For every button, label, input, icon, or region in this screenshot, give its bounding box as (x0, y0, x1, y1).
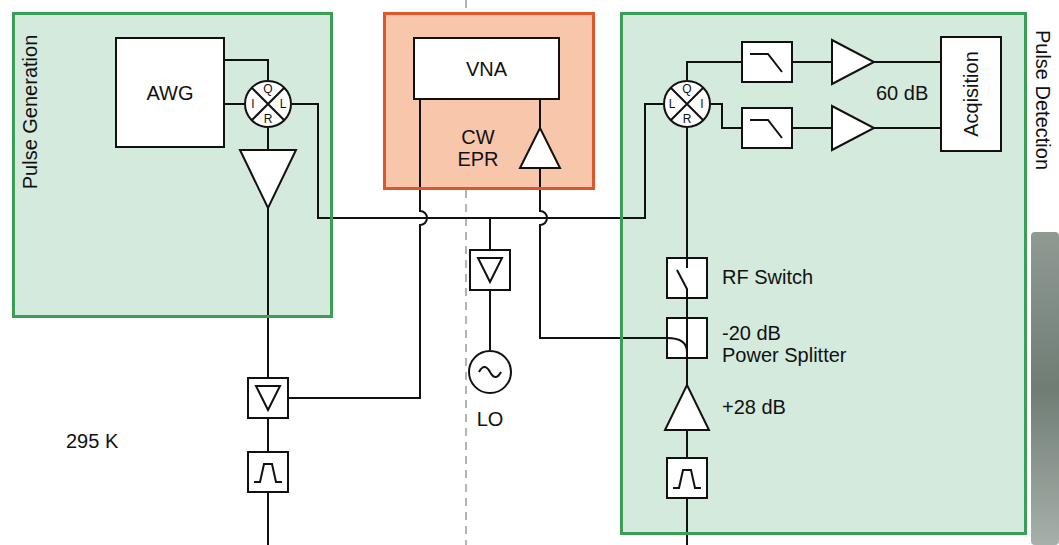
oscillator-name: LO (477, 408, 504, 430)
bandpass-filter-symbol (667, 458, 707, 498)
lowpass-filter-symbol (742, 108, 792, 148)
local-oscillator: LO (468, 350, 512, 394)
signal-wire (540, 168, 667, 338)
device-name: VNA (466, 58, 507, 80)
port-letter: L (280, 98, 287, 110)
bandpass-filter-symbol (254, 464, 282, 482)
signal-wire (292, 104, 490, 350)
panel-title: CW EPR (446, 126, 510, 170)
amplifier-symbol (832, 40, 874, 84)
port-letter: R (683, 113, 692, 125)
symbol-outline (664, 81, 710, 127)
oscillator-symbol (468, 350, 512, 394)
power-splitter-symbol (248, 378, 288, 418)
divider-line (465, 0, 467, 12)
lowpass-filter-symbol (742, 42, 792, 82)
directional-coupler-symbol (667, 318, 707, 358)
sine-wave (479, 367, 501, 377)
iq-mixer: LQIR (663, 80, 711, 128)
rf-switch-symbol (667, 258, 707, 298)
lowpass-filter-symbol (742, 42, 792, 148)
vna-box: VNA (413, 37, 560, 100)
signal-wire (267, 128, 269, 150)
component-label: -20 dB Power Splitter (722, 322, 857, 366)
signal-wire (225, 60, 268, 80)
pulse-generation-ground (12, 12, 333, 318)
signal-wire (490, 104, 663, 350)
port-letter: I (251, 98, 254, 110)
bandpass-filter-symbol (673, 470, 701, 488)
symbol-outline (245, 81, 291, 127)
signal-wire (687, 62, 940, 80)
gain-label: +28 dB (722, 396, 786, 418)
port-letter: R (264, 113, 273, 125)
amplifier-symbol (832, 106, 874, 150)
iq-mixer: IQLR (244, 80, 292, 128)
port-letter: Q (682, 83, 691, 95)
power-splitter-symbol (470, 250, 510, 290)
cw-epr-panel: CW EPR VNA (383, 12, 595, 190)
amplifier-symbol (240, 150, 296, 208)
signal-wire (686, 358, 688, 385)
power-splitter-symbol (248, 250, 510, 418)
lowpass-filter-symbol (750, 54, 782, 72)
divider-line (465, 190, 467, 545)
component-label: RF Switch (722, 266, 813, 288)
signal-wire (267, 418, 269, 452)
photo-edge (1031, 232, 1059, 545)
rf-switch-symbol (677, 258, 687, 298)
acquisition-box: Acqisition (940, 36, 1002, 152)
pulse-detection-ground (620, 12, 1027, 535)
power-splitter-symbol (478, 258, 502, 282)
bandpass-filter-symbol (248, 452, 288, 492)
signal-wire (539, 100, 541, 128)
port-letter: L (669, 98, 676, 110)
signal-wire (686, 298, 688, 318)
lowpass-filter-symbol (750, 120, 782, 138)
pulse-detection-panel: Pulse DetectionLQIRAcqisition (620, 12, 1027, 535)
symbol-outline (469, 351, 511, 393)
port-letter: I (700, 98, 703, 110)
directional-coupler-symbol (667, 318, 687, 358)
gain-label: 60 dB (876, 82, 928, 104)
panel-title: Pulse Generation (19, 35, 41, 190)
signal-wire (686, 498, 688, 545)
amplifier-symbol (520, 128, 560, 168)
bandpass-filter-symbol (248, 452, 707, 498)
signal-wire (225, 103, 244, 105)
signal-wire (267, 492, 269, 545)
cw-epr-ground (383, 12, 595, 190)
directional-coupler-symbol (667, 318, 707, 358)
signal-wire (686, 128, 688, 258)
amplifier-symbol (665, 385, 709, 430)
signal-wire (288, 100, 427, 398)
temperature-label: 295 K (66, 430, 118, 452)
device-name: AWG (146, 82, 193, 104)
pulse-generation-panel: Pulse Generation AWG IQLR (12, 12, 333, 318)
awg-box: AWG (115, 37, 225, 148)
panel-title: Pulse Detection (1032, 30, 1054, 170)
port-letter: Q (263, 83, 272, 95)
power-splitter-symbol (256, 386, 280, 410)
signal-wire (267, 208, 269, 378)
signal-wire (686, 430, 688, 458)
rf-switch-symbol (667, 258, 707, 298)
device-name: Acqisition (960, 51, 982, 137)
